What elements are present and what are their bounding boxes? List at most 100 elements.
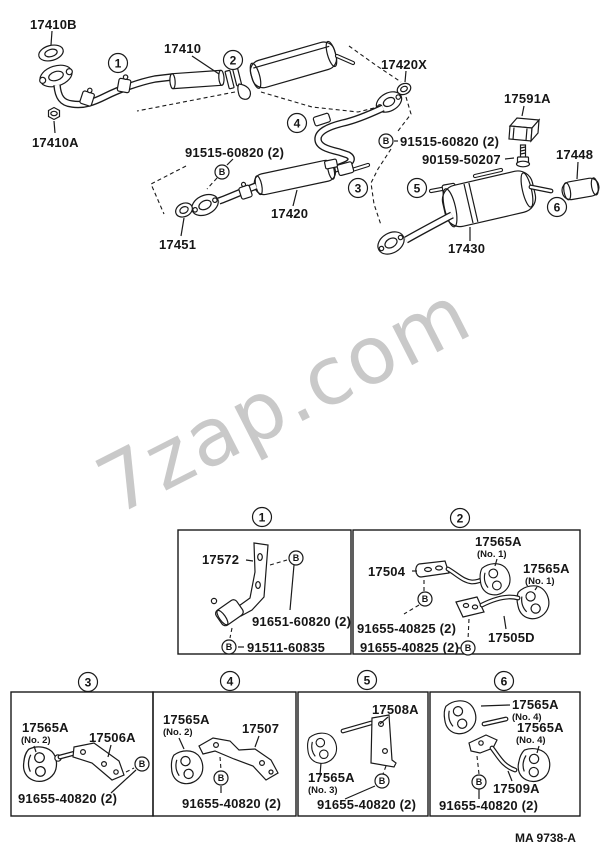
part-label-17420X: 17420X bbox=[381, 57, 427, 72]
part-label-17565A-no4-a: 17565A bbox=[512, 697, 559, 712]
panel-5-callout: 5 bbox=[356, 669, 378, 691]
panel-5-box bbox=[297, 691, 429, 817]
panel-4: 4 B 17565A (No. 2) 17507 91655-40820 (2) bbox=[152, 670, 297, 817]
callout-2: 2 bbox=[222, 49, 244, 71]
gasket-17410B-drawing bbox=[38, 44, 64, 62]
bracket-17508A-drawing bbox=[340, 714, 397, 768]
gasket-17451-drawing bbox=[175, 202, 193, 218]
svg-text:4: 4 bbox=[294, 116, 301, 130]
nut-17410A-drawing bbox=[47, 106, 61, 134]
part-label-17410B: 17410B bbox=[30, 17, 77, 32]
bolt-90159-drawing bbox=[515, 144, 531, 168]
slide-pin-drawing bbox=[481, 716, 509, 727]
bracket-17572-drawing bbox=[210, 542, 269, 627]
part-label-17508A: 17508A bbox=[372, 702, 419, 717]
b-mark-panel2-upper: B bbox=[417, 591, 433, 607]
bracket-17509A-drawing bbox=[468, 734, 518, 773]
svg-text:B: B bbox=[218, 773, 225, 783]
callout-5: 5 bbox=[406, 177, 428, 199]
center-pipe-front-flange-drawing bbox=[191, 193, 219, 217]
svg-text:3: 3 bbox=[85, 675, 92, 689]
part-label-17507: 17507 bbox=[242, 721, 279, 736]
callout-1: 1 bbox=[107, 52, 129, 74]
part-label-17565A-no4-b: 17565A bbox=[517, 720, 564, 735]
svg-text:4: 4 bbox=[227, 674, 234, 688]
front-flange-drawing bbox=[39, 64, 73, 88]
bracket-17506A-drawing bbox=[54, 742, 125, 781]
watermark-text: 7zap.com bbox=[82, 266, 485, 533]
b-mark-right: B bbox=[378, 133, 394, 149]
part-label-17572: 17572 bbox=[202, 552, 239, 567]
panel-1-box bbox=[177, 529, 352, 655]
support-17504-drawing bbox=[415, 560, 488, 585]
part-label-91651: 91651-60820 (2) bbox=[252, 614, 351, 629]
part-label-91655-panel3: 91655-40820 (2) bbox=[18, 791, 117, 806]
panel-1: 1 B B 17572 91651-60820 (2) 91511-60835 bbox=[177, 506, 352, 655]
b-mark-panel2-lower: B bbox=[460, 640, 476, 656]
part-label-17505D: 17505D bbox=[488, 630, 535, 645]
front-muffler-drawing bbox=[249, 40, 338, 89]
part-label-17430: 17430 bbox=[448, 241, 485, 256]
panel-6-callout: 6 bbox=[493, 670, 515, 692]
hanger-17565A-no4-a bbox=[441, 697, 479, 737]
part-label-17565A-no2-a: 17565A bbox=[22, 720, 69, 735]
svg-text:5: 5 bbox=[364, 673, 371, 687]
hanger-17565A-no4-b bbox=[515, 745, 553, 785]
panel-6-box bbox=[429, 691, 581, 817]
part-label-17451: 17451 bbox=[159, 237, 196, 252]
part-label-17565A-no3: 17565A bbox=[308, 770, 355, 785]
svg-text:B: B bbox=[139, 759, 146, 769]
part-label-17565A-no1-b-sub: (No. 1) bbox=[525, 576, 555, 587]
part-label-17565A-no1-b: 17565A bbox=[523, 561, 570, 576]
b-mark-panel1-lower: B bbox=[221, 639, 237, 655]
svg-text:B: B bbox=[293, 553, 300, 563]
bracket-17591A-drawing bbox=[508, 117, 541, 143]
b-mark-left: B bbox=[214, 164, 230, 180]
b-mark-panel4: B bbox=[213, 770, 229, 786]
bracket-17505D-drawing bbox=[455, 594, 521, 618]
panel-5: 5 B 17508A 17565A (No. 3) 91655-40820 (2… bbox=[297, 669, 429, 817]
svg-text:B: B bbox=[383, 136, 390, 146]
svg-text:B: B bbox=[219, 167, 226, 177]
part-label-17565A-no2-b-sub: (No. 2) bbox=[163, 727, 193, 738]
part-label-91515-right: 91515-60820 (2) bbox=[400, 134, 499, 149]
b-mark-panel1-upper: B bbox=[288, 550, 304, 566]
b-mark-panel5: B bbox=[374, 773, 390, 789]
hanger-17565A-no1-b bbox=[513, 581, 553, 623]
svg-text:3: 3 bbox=[355, 181, 362, 195]
part-label-17565A-no2-a-sub: (No. 2) bbox=[21, 735, 51, 746]
part-label-17591A: 17591A bbox=[504, 91, 551, 106]
part-label-91655-panel5: 91655-40820 (2) bbox=[317, 797, 416, 812]
panel-4-callout: 4 bbox=[219, 670, 241, 692]
part-label-17506A: 17506A bbox=[89, 730, 136, 745]
svg-text:B: B bbox=[226, 642, 233, 652]
part-label-17410: 17410 bbox=[164, 41, 201, 56]
part-label-17565A-no2-b: 17565A bbox=[163, 712, 210, 727]
part-label-17565A-no1-a: 17565A bbox=[475, 534, 522, 549]
doc-code: MA 9738-A bbox=[515, 831, 576, 845]
part-label-17509A: 17509A bbox=[493, 781, 540, 796]
b-mark-panel6: B bbox=[471, 774, 487, 790]
svg-text:2: 2 bbox=[230, 53, 237, 67]
svg-text:1: 1 bbox=[259, 510, 266, 524]
front-pipe-drawing bbox=[53, 66, 252, 109]
rear-muffler-drawing bbox=[377, 167, 554, 255]
svg-text:B: B bbox=[422, 594, 429, 604]
part-label-91655-panel4: 91655-40820 (2) bbox=[182, 796, 281, 811]
callout-6: 6 bbox=[546, 196, 568, 218]
part-label-17504: 17504 bbox=[368, 564, 406, 579]
panel-3-callout: 3 bbox=[77, 671, 99, 693]
hanger-17565A-no2-a bbox=[21, 745, 59, 784]
b-mark-panel3: B bbox=[134, 756, 150, 772]
hanger-17565A-no2-b bbox=[169, 748, 205, 786]
part-label-17448: 17448 bbox=[556, 147, 593, 162]
part-label-91511: 91511-60835 bbox=[247, 640, 325, 655]
panel-2: 2 B B 17565A (No. 1) 17504 1756 bbox=[352, 507, 581, 656]
panel-1-callout: 1 bbox=[251, 506, 273, 528]
panel-2-callout: 2 bbox=[449, 507, 471, 529]
hanger-17565A-no3 bbox=[305, 730, 340, 766]
svg-text:6: 6 bbox=[501, 674, 508, 688]
part-label-17565A-no4-a-sub: (No. 4) bbox=[512, 712, 542, 723]
